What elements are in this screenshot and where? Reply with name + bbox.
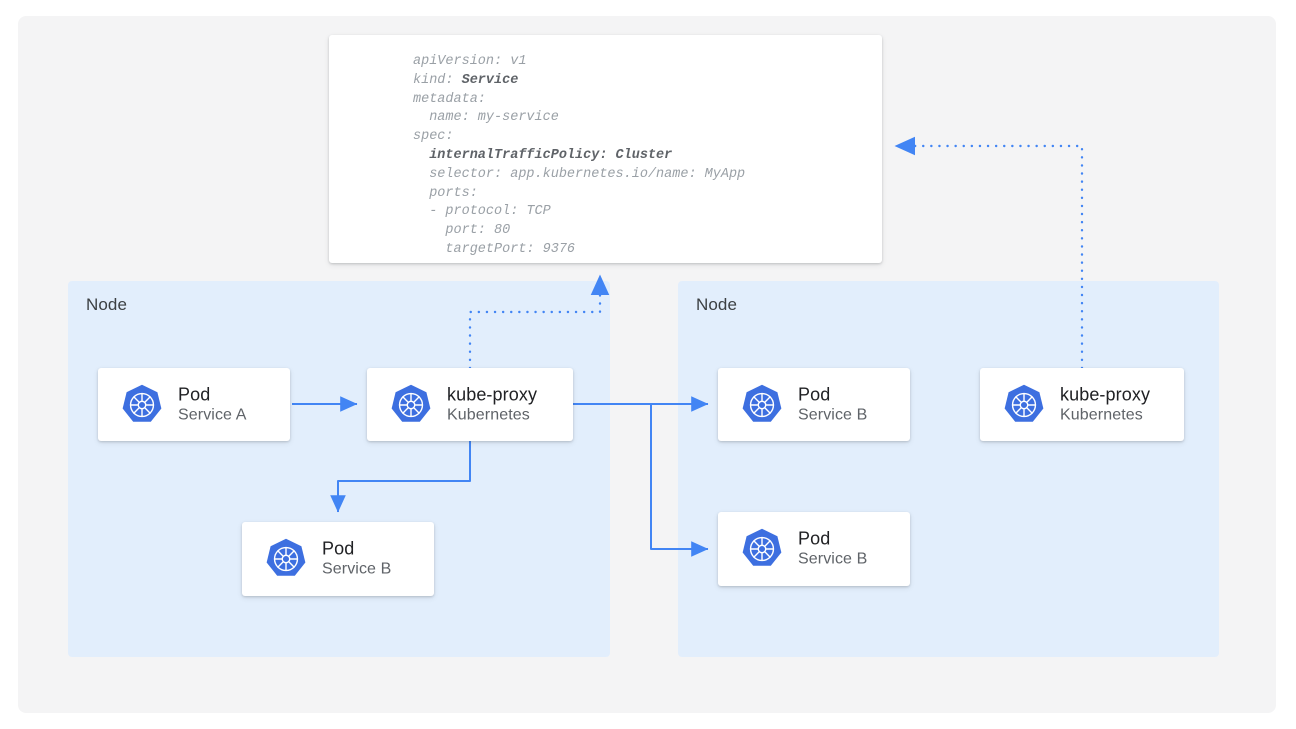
kubernetes-icon — [391, 384, 431, 422]
card-title: kube-proxy — [447, 383, 538, 404]
node-box-left: Node — [68, 281, 610, 657]
card-subtitle: Kubernetes — [1060, 406, 1143, 424]
card-kube-proxy-left[interactable]: kube-proxy Kubernetes — [367, 368, 573, 441]
node-box-right: Node — [678, 281, 1219, 657]
card-pod-service-b-top[interactable]: Pod Service B — [718, 368, 910, 441]
card-title: Pod — [798, 528, 831, 549]
yaml-line-ports: ports: — [413, 185, 478, 201]
yaml-line-kind: kind: Service — [413, 72, 519, 88]
yaml-line-targetport: targetPort: 9376 — [413, 241, 576, 257]
card-text: kube-proxy Kubernetes — [1060, 384, 1150, 425]
yaml-line-spec: spec: — [413, 129, 454, 145]
card-title: Pod — [798, 383, 831, 404]
service-manifest-panel: apiVersion: v1 kind: Service metadata: n… — [329, 35, 882, 263]
card-text: Pod Service B — [798, 384, 867, 425]
card-subtitle: Service B — [798, 550, 868, 568]
node-label-left: Node — [86, 295, 128, 314]
yaml-line-selector: selector: app.kubernetes.io/name: MyApp — [413, 166, 746, 182]
card-title: Pod — [322, 538, 355, 559]
card-kube-proxy-right[interactable]: kube-proxy Kubernetes — [980, 368, 1184, 441]
card-text: kube-proxy Kubernetes — [447, 384, 537, 425]
kubernetes-icon — [742, 528, 782, 566]
node-label-right: Node — [696, 295, 738, 314]
card-subtitle: Kubernetes — [447, 406, 530, 424]
yaml-line-internaltrafficpolicy: internalTrafficPolicy: Cluster — [413, 147, 673, 163]
card-text: Pod Service B — [798, 528, 867, 569]
card-text: Pod Service B — [322, 538, 391, 579]
card-pod-service-b-bottom[interactable]: Pod Service B — [718, 512, 910, 586]
card-title: kube-proxy — [1060, 383, 1151, 404]
service-manifest-text: apiVersion: v1 kind: Service metadata: n… — [413, 53, 745, 260]
yaml-line-metadata: metadata: — [413, 91, 486, 107]
card-subtitle: Service A — [178, 406, 247, 424]
kubernetes-icon — [266, 538, 306, 576]
yaml-line-name: name: my-service — [413, 110, 559, 126]
card-pod-service-a[interactable]: Pod Service A — [98, 368, 290, 441]
card-title: Pod — [178, 383, 211, 404]
yaml-line-port: port: 80 — [413, 223, 511, 239]
card-text: Pod Service A — [178, 384, 247, 425]
kubernetes-icon — [122, 384, 162, 422]
kubernetes-icon — [742, 384, 782, 422]
yaml-line-protocol: - protocol: TCP — [413, 204, 551, 220]
kubernetes-icon — [1004, 384, 1044, 422]
card-pod-service-b-left[interactable]: Pod Service B — [242, 522, 434, 596]
card-subtitle: Service B — [322, 560, 392, 578]
yaml-line-apiversion: apiVersion: v1 — [413, 54, 527, 69]
card-subtitle: Service B — [798, 406, 868, 424]
